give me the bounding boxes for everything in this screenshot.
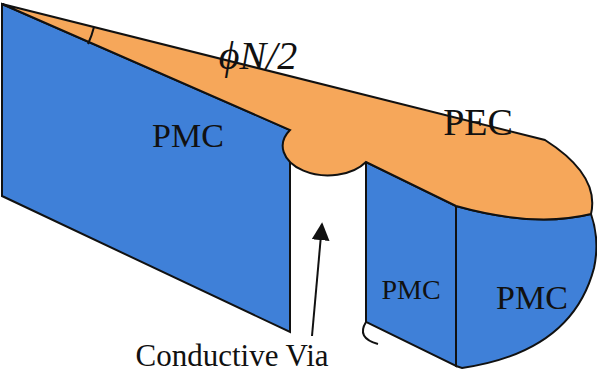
- angle-label: ϕN/2: [219, 36, 298, 76]
- via-bottom-arc: [363, 322, 378, 344]
- via-label: Conductive Via: [135, 339, 328, 370]
- pmc-label: PMC: [496, 281, 568, 315]
- angle-arc: [88, 27, 94, 44]
- pec-top-face: [2, 4, 592, 219]
- pmc-curved-face: [456, 206, 596, 368]
- pmc-label: PMC: [152, 119, 224, 153]
- leader-arrow: [312, 224, 322, 336]
- pec-label: PEC: [443, 103, 513, 141]
- pmc-label: PMC: [381, 276, 440, 304]
